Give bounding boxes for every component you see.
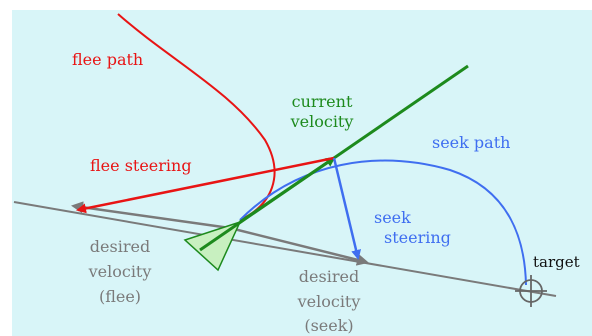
desired-velocity-flee-label-line2: velocity bbox=[88, 262, 152, 281]
current-velocity-label-line1: current bbox=[291, 92, 353, 111]
seek-steering-arrow bbox=[332, 157, 361, 260]
desired-velocity-flee-label-line1: desired bbox=[89, 237, 151, 256]
target-label: target bbox=[533, 253, 580, 271]
seek-steering-label-line1: seek bbox=[374, 208, 411, 227]
desired-velocity-flee-arrow bbox=[71, 201, 231, 230]
flee-path-label: flee path bbox=[72, 50, 144, 69]
vehicle-triangle bbox=[183, 220, 242, 272]
seek-steering-label-line2: steering bbox=[384, 228, 451, 247]
desired-velocity-flee-label-line3: (flee) bbox=[98, 287, 142, 306]
current-velocity-label-line2: velocity bbox=[290, 112, 354, 131]
crosshair-circle-icon bbox=[515, 275, 547, 307]
desired-velocity-seek-label-line1: desired bbox=[298, 267, 360, 286]
flee-steering-arrow bbox=[76, 156, 335, 214]
flee-steering-label: flee steering bbox=[90, 156, 192, 175]
seek-path-label: seek path bbox=[432, 133, 511, 152]
desired-velocity-seek-arrow bbox=[229, 226, 369, 266]
desired-velocity-seek-label-line3: (seek) bbox=[304, 316, 354, 335]
seek-path-curve bbox=[239, 159, 527, 286]
baseline bbox=[13, 201, 557, 297]
flee-path-curve bbox=[117, 13, 276, 221]
current-velocity-arrow bbox=[239, 156, 336, 224]
diagram-background bbox=[12, 10, 592, 336]
desired-velocity-seek-label-line2: velocity bbox=[297, 292, 361, 311]
